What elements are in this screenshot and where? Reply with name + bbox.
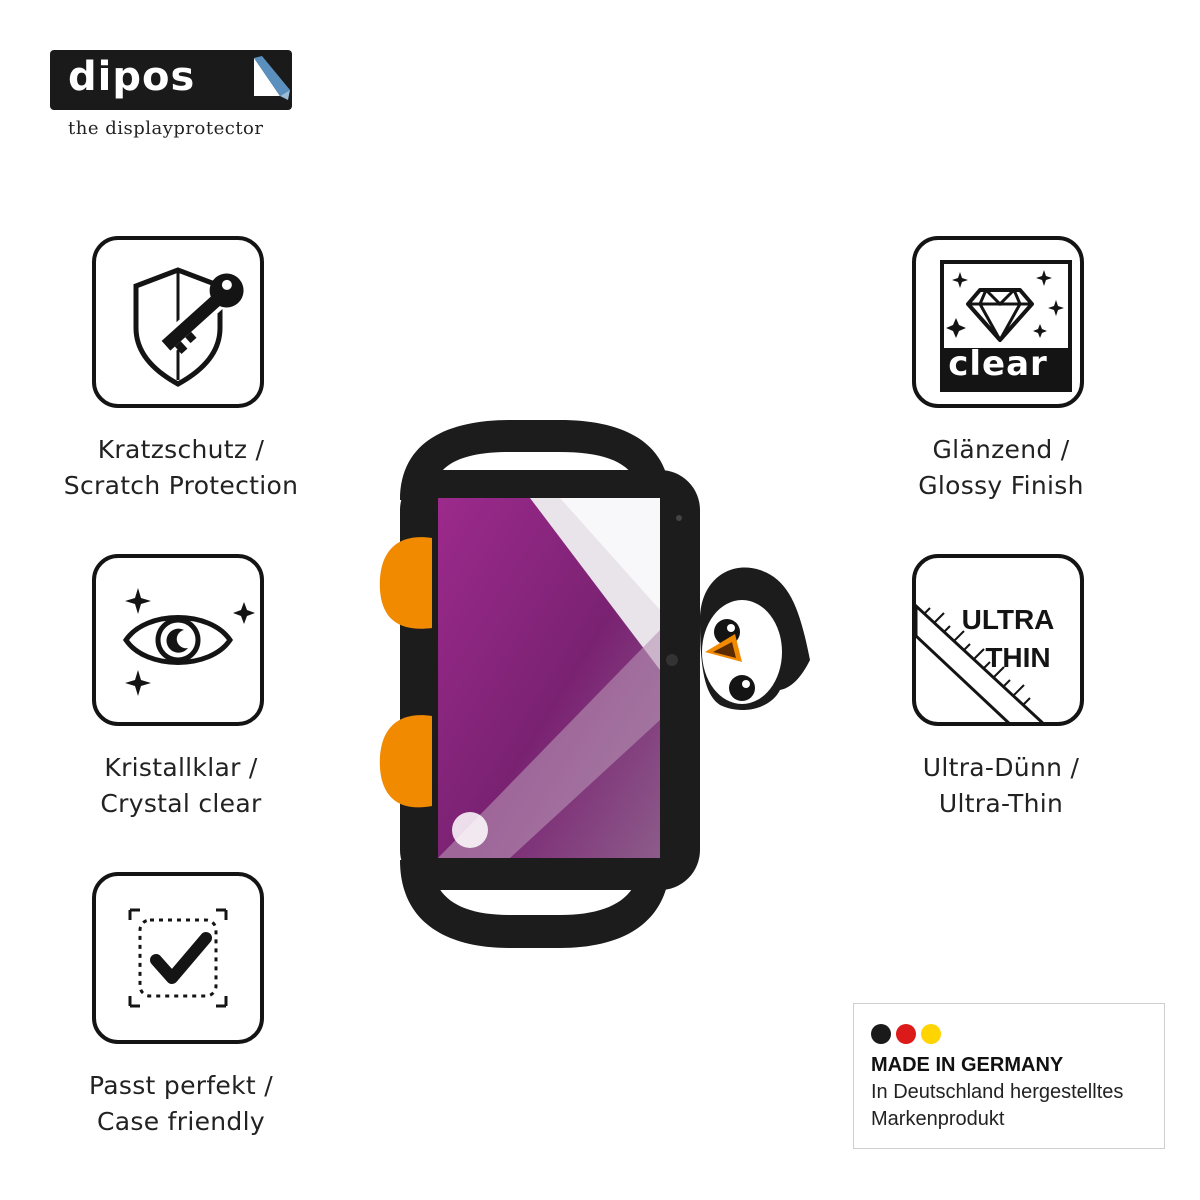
- tablet-penguin-case-image: [379, 420, 810, 948]
- caption-line: Passt perfekt /: [89, 1071, 273, 1100]
- caption-line: Crystal clear: [100, 789, 262, 818]
- case-friendly-tile: [92, 872, 264, 1044]
- crystal-clear-tile: [92, 554, 264, 726]
- flag-dot-gold: [921, 1024, 941, 1044]
- caption-line: Scratch Protection: [63, 471, 299, 500]
- caption-line: Case friendly: [97, 1107, 265, 1136]
- scratch-protection-caption: Kratzschutz / Scratch Protection: [21, 432, 341, 504]
- diamond-clear-icon: [940, 260, 1072, 392]
- logo-tagline: the displayprotector: [68, 118, 264, 139]
- clear-badge-text: clear: [948, 344, 1048, 384]
- caption-line: Kratzschutz /: [97, 435, 265, 464]
- crystal-clear-caption: Kristallklar / Crystal clear: [21, 750, 341, 822]
- logo-wordmark: dipos: [68, 54, 196, 100]
- caption-line: Glänzend /: [932, 435, 1070, 464]
- shield-key-icon: [133, 267, 244, 387]
- ruler-ultra-thin-icon: [916, 603, 1044, 722]
- made-in-germany-line2: Markenprodukt: [871, 1108, 1005, 1130]
- flag-dot-black: [871, 1024, 891, 1044]
- caption-line: Ultra-Dünn /: [922, 753, 1080, 782]
- case-friendly-caption: Passt perfekt / Case friendly: [21, 1068, 341, 1140]
- checkmark-frame-icon: [128, 908, 228, 1008]
- eye-sparkle-icon: [122, 588, 255, 696]
- ultra-thin-caption: Ultra-Dünn / Ultra-Thin: [841, 750, 1161, 822]
- flag-dot-red: [896, 1024, 916, 1044]
- logo-sticker-icon: [254, 56, 290, 100]
- caption-line: Kristallklar /: [104, 753, 258, 782]
- caption-line: Glossy Finish: [918, 471, 1084, 500]
- made-in-germany-title: MADE IN GERMANY: [871, 1054, 1064, 1076]
- caption-line: Ultra-Thin: [938, 789, 1064, 818]
- ultra-thin-tile: ULTRA THIN: [912, 554, 1084, 726]
- glossy-finish-tile: clear: [912, 236, 1084, 408]
- made-in-germany-box: MADE IN GERMANY In Deutschland hergestel…: [853, 1003, 1165, 1149]
- thin-badge-text: THIN: [985, 642, 1051, 673]
- glossy-finish-caption: Glänzend / Glossy Finish: [841, 432, 1161, 504]
- scratch-protection-tile: [92, 236, 264, 408]
- ultra-badge-text: ULTRA: [961, 604, 1055, 635]
- made-in-germany-line1: In Deutschland hergestelltes: [871, 1081, 1124, 1103]
- brand-logo: dipos: [50, 50, 292, 110]
